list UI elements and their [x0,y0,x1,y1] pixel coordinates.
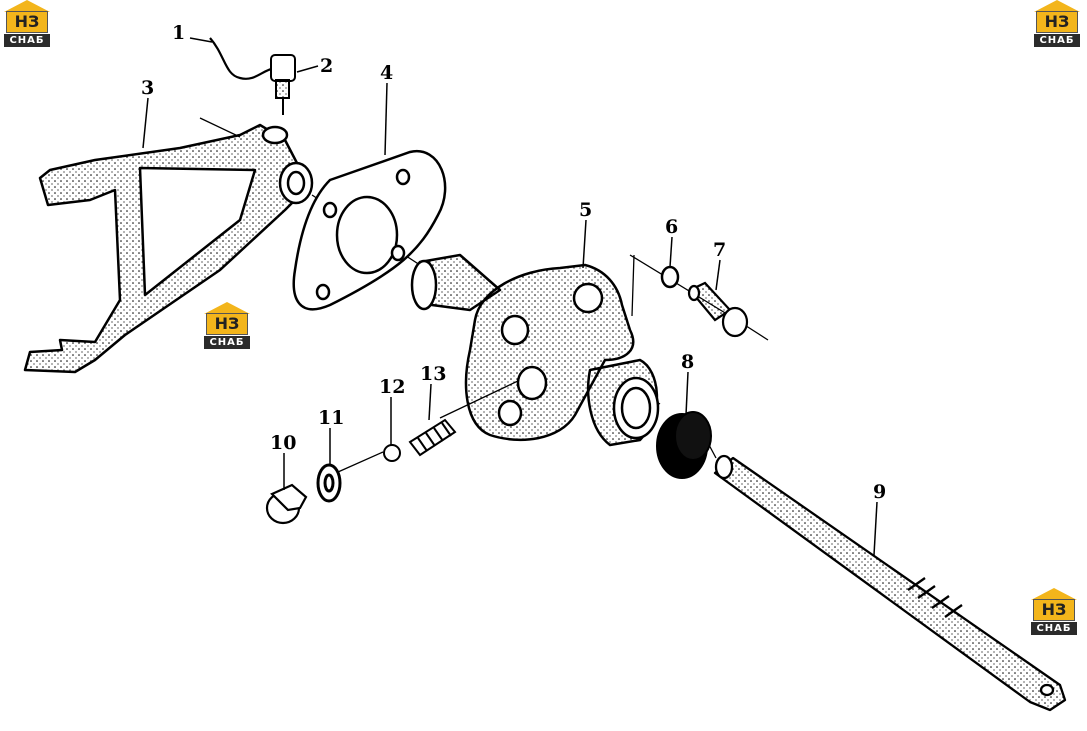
part-6-washer [660,265,680,289]
callout-6: 6 [665,216,678,238]
callout-1: 1 [172,22,185,44]
logo-sub: СНАБ [4,34,50,47]
nz-snab-logo: НЗ СНАБ [1027,588,1081,636]
callout-8: 8 [681,351,694,373]
part-12-ball [383,444,401,462]
part-4-gasket [292,149,447,311]
callout-7: 7 [713,239,726,261]
part-2-lock-bolt [270,54,296,115]
callout-2: 2 [320,55,333,77]
logo-sub: СНАБ [1034,34,1080,47]
part-7-bolt [687,281,749,338]
part-8-seal [656,411,712,479]
logo-sub: СНАБ [204,336,250,349]
part-9-shift-rod [713,454,1067,712]
callout-11: 11 [318,407,344,429]
logo-mark: НЗ [14,12,40,31]
part-3-shift-fork [23,123,314,374]
callout-13: 13 [420,363,446,385]
callout-10: 10 [270,432,296,454]
part-10-plug [265,483,308,525]
callout-leaders [142,37,878,556]
callout-4: 4 [380,62,393,84]
logo-mark: НЗ [1041,600,1067,619]
part-13-spring [408,418,457,457]
part-1-lock-wire [209,37,276,80]
logo-mark: НЗ [214,314,240,333]
callout-5: 5 [579,199,592,221]
callout-12: 12 [379,376,405,398]
logo-mark: НЗ [1044,12,1070,31]
nz-snab-logo: НЗ СНАБ [200,302,254,350]
callout-9: 9 [873,481,886,503]
logo-sub: СНАБ [1031,622,1077,635]
callout-3: 3 [141,77,154,99]
nz-snab-logo: НЗ СНАБ [1030,0,1084,48]
callout-labels: 1 2 3 4 5 6 7 8 9 10 11 12 13 [141,22,886,503]
part-11-washer [316,463,342,503]
part-5-housing [410,253,660,447]
nz-snab-logo: НЗ СНАБ [0,0,54,48]
